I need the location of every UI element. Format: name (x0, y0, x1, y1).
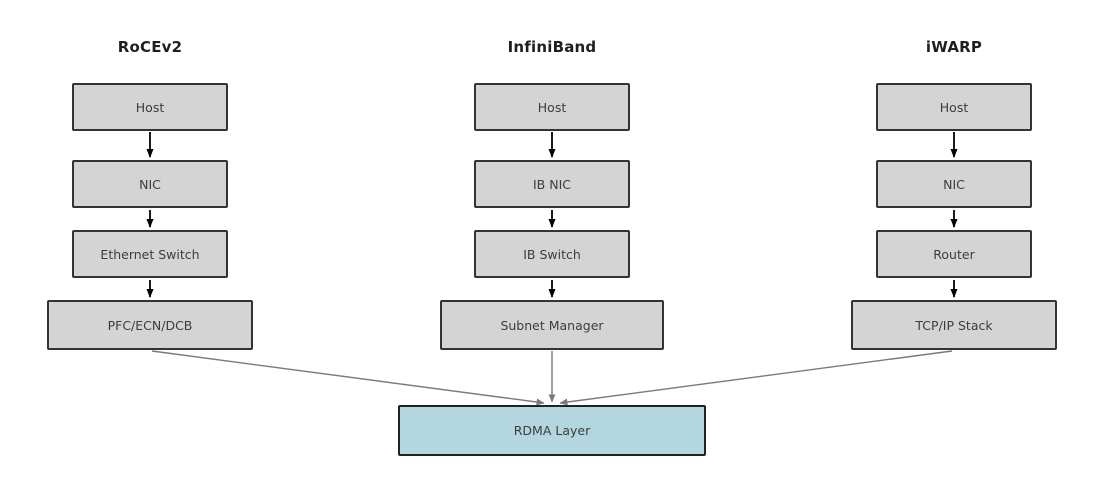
column-title-iwarp: iWARP (925, 38, 983, 56)
column-title-infiniband: InfiniBand (507, 38, 597, 56)
column-title-rocev2: RoCEv2 (117, 38, 183, 56)
rdma-layer-node: RDMA Layer (398, 405, 706, 456)
arrow-tcpip-to-rdma (559, 350, 953, 406)
rocev2-ethernet-switch-node: Ethernet Switch (72, 230, 228, 278)
iwarp-tcpip-stack-node: TCP/IP Stack (851, 300, 1057, 350)
iwarp-router-node: Router (876, 230, 1032, 278)
infiniband-subnet-manager-node: Subnet Manager (440, 300, 664, 350)
iwarp-nic-node: NIC (876, 160, 1032, 208)
rocev2-host-node: Host (72, 83, 228, 131)
iwarp-host-node: Host (876, 83, 1032, 131)
rocev2-pfc-ecn-dcb-node: PFC/ECN/DCB (47, 300, 253, 350)
infiniband-host-node: Host (474, 83, 630, 131)
infiniband-ib-nic-node: IB NIC (474, 160, 630, 208)
arrow-pfc-to-rdma (151, 350, 545, 406)
infiniband-ib-switch-node: IB Switch (474, 230, 630, 278)
rocev2-nic-node: NIC (72, 160, 228, 208)
